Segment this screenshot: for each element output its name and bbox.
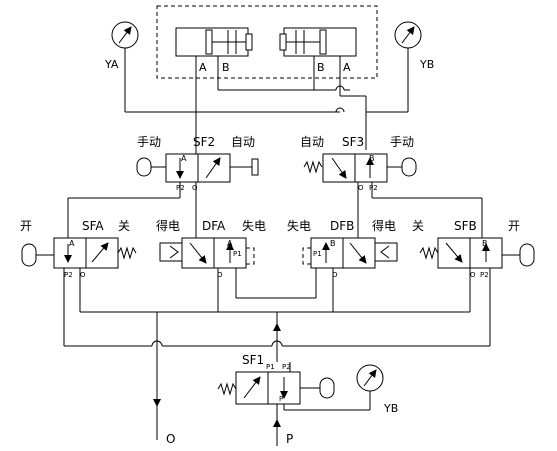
- valve-sfb[interactable]: 关 SFB 开 B O P2: [412, 219, 535, 279]
- sfa-left-label: 开: [20, 219, 32, 233]
- dfb-port-p1: P1: [313, 250, 322, 258]
- sf3-port-b: B: [369, 154, 375, 163]
- sfb-port-o: O: [470, 271, 476, 279]
- cylinder-group: A B B A: [156, 5, 378, 79]
- sfa-name: SFA: [82, 219, 104, 233]
- sf2-right-label: 自动: [231, 135, 255, 149]
- sf3-port-p2: P2: [369, 184, 378, 192]
- dfb-right-label: 得电: [372, 218, 396, 233]
- valve-sf2[interactable]: 手动 SF2 自动 A P2 O: [136, 135, 259, 192]
- sf2-port-a: A: [181, 154, 187, 163]
- valve-sf1[interactable]: SF1 P1 P2 P: [217, 353, 370, 430]
- terminal-o: O: [166, 432, 175, 446]
- sf3-left-label: 自动: [300, 135, 324, 149]
- sf2-left-label: 手动: [137, 135, 161, 149]
- sfa-port-p2: P2: [64, 271, 73, 279]
- cyl-right-port-b: B: [317, 61, 325, 74]
- sf2-port-o: O: [192, 184, 198, 192]
- valve-sf3[interactable]: 自动 SF3 手动 B O P2: [300, 135, 417, 192]
- dfa-port-p1: P1: [233, 250, 242, 258]
- cylinder-right: B A: [279, 27, 357, 78]
- dfa-port-a: A: [227, 239, 233, 248]
- lower-piping: [63, 235, 491, 440]
- upper-piping: [125, 78, 408, 173]
- terminals: O P: [166, 419, 293, 446]
- gauge-ya-label: YA: [104, 58, 119, 71]
- sfb-left-label: 关: [412, 219, 424, 233]
- middle-piping: [67, 182, 483, 238]
- valve-sfa[interactable]: 开 SFA 关 A P2 O: [20, 219, 137, 279]
- dfb-port-b: B: [330, 239, 336, 248]
- sfb-port-b: B: [482, 239, 488, 248]
- sf1-port-p2: P2: [282, 363, 291, 371]
- gauge-yb-top-icon: YB: [394, 21, 434, 112]
- sf1-name: SF1: [242, 353, 264, 367]
- sfa-port-o: O: [80, 271, 86, 279]
- sfa-right-label: 关: [118, 219, 130, 233]
- dfb-port-o: O: [332, 271, 338, 279]
- sfa-port-a: A: [69, 239, 75, 248]
- dfa-port-o: O: [217, 271, 223, 279]
- cyl-left-port-a: A: [199, 61, 207, 74]
- dfa-right-label: 失电: [242, 218, 266, 233]
- sf3-right-label: 手动: [390, 135, 414, 149]
- sf3-name: SF3: [342, 135, 364, 149]
- cyl-left-port-b: B: [222, 61, 230, 74]
- sf2-name: SF2: [193, 135, 215, 149]
- gauge-yb-bottom-icon: YB: [356, 364, 398, 415]
- gauge-ya-icon: YA: [104, 21, 139, 112]
- sfb-right-label: 开: [508, 219, 520, 233]
- cyl-right-port-a: A: [343, 61, 351, 74]
- gauge-yb-bottom-label: YB: [383, 402, 398, 415]
- sfb-port-p2: P2: [480, 271, 489, 279]
- gauge-yb-top-label: YB: [419, 58, 434, 71]
- cylinder-left: A B: [175, 27, 253, 78]
- dfa-left-label: 得电: [156, 218, 180, 233]
- sf1-port-p: P: [279, 395, 283, 403]
- valve-dfb[interactable]: 失电 DFB 得电 P1 B O: [287, 218, 398, 279]
- dfa-name: DFA: [202, 219, 226, 233]
- sf1-port-p1: P1: [266, 363, 275, 371]
- sfb-name: SFB: [454, 219, 477, 233]
- sf3-port-o: O: [358, 184, 364, 192]
- dfb-left-label: 失电: [287, 218, 311, 233]
- valve-dfa[interactable]: 得电 DFA 失电 A P1 O: [156, 218, 266, 279]
- terminal-p: P: [286, 432, 293, 446]
- dfb-name: DFB: [330, 219, 354, 233]
